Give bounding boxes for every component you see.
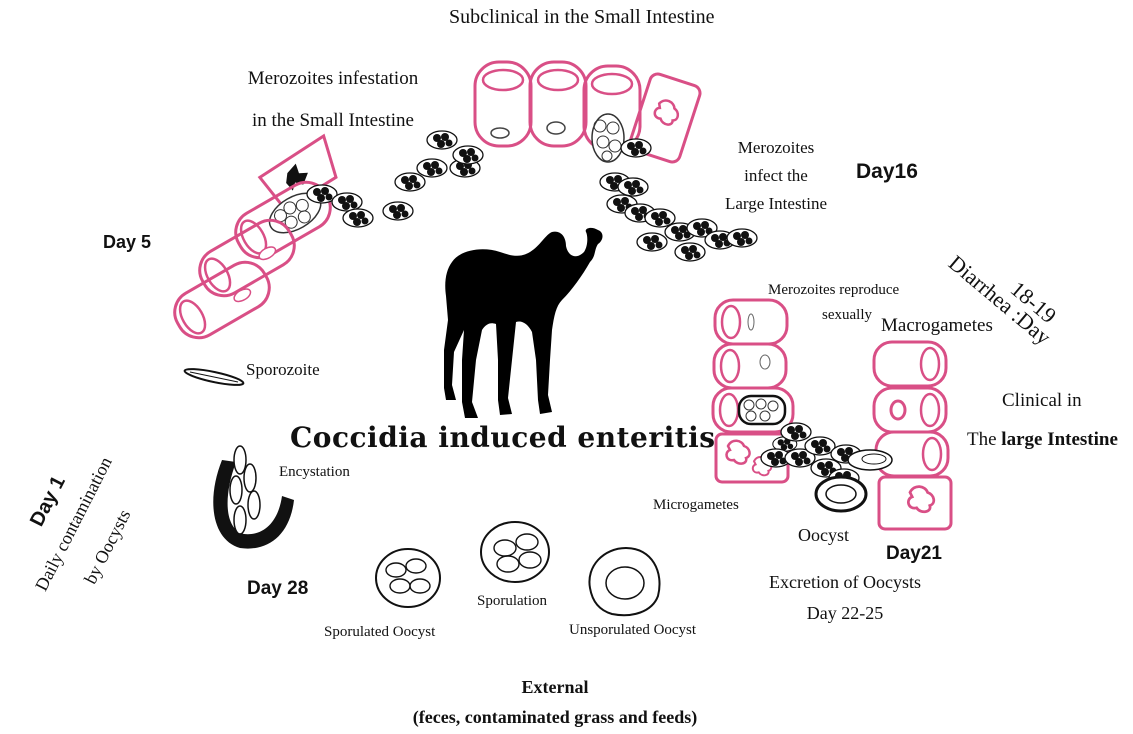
label-excretion-line2: Day 22-25	[750, 603, 940, 624]
label-merozoites-reproduce-line1: Merozoites reproduce	[768, 282, 899, 299]
label-merozoites-infestation-line2: in the Small Intestine	[238, 110, 428, 132]
label-external-line2: (feces, contaminated grass and feeds)	[320, 707, 790, 728]
diagram-title: Coccidia induced enteritis	[290, 421, 716, 454]
label-clinical-large-intestine: large Intestine	[1001, 429, 1118, 450]
small-intestine-cells-left	[167, 136, 346, 346]
label-clinical-line1: Clinical in	[1002, 390, 1082, 412]
label-merozoites-infect-line3: Large Intestine	[712, 194, 840, 214]
label-merozoites-infect-line1: Merozoites	[712, 138, 840, 158]
label-excretion-line1: Excretion of Oocysts	[750, 572, 940, 593]
label-subclinical-small-intestine: Subclinical in the Small Intestine	[449, 6, 715, 29]
label-clinical-the: The	[967, 429, 1001, 450]
label-merozoites-infect-line2: infect the	[712, 166, 840, 186]
label-merozoites-reproduce-line2: sexually	[822, 307, 872, 324]
camel-silhouette-icon	[444, 228, 603, 418]
macrogamete-icon	[848, 450, 892, 470]
label-day5: Day 5	[103, 232, 151, 253]
label-clinical-line2: The large Intestine	[967, 429, 1118, 451]
large-intestine-cells-column-2	[874, 342, 951, 529]
label-sporulation: Sporulation	[477, 593, 547, 610]
label-sporozoite: Sporozoite	[246, 360, 320, 380]
sporozoite-icon	[184, 366, 245, 388]
label-day21: Day21	[886, 543, 942, 565]
label-oocyst: Oocyst	[798, 525, 849, 546]
oocyst-icon	[816, 477, 866, 511]
label-merozoites-infestation-line1: Merozoites infestation	[238, 68, 428, 90]
label-microgametes: Microgametes	[653, 497, 739, 514]
label-macrogametes: Macrogametes	[881, 315, 993, 337]
label-external-line1: External	[430, 677, 680, 698]
sporulation-oocyst-icon	[481, 522, 549, 582]
label-day16: Day16	[856, 160, 918, 184]
encystation-icon	[213, 446, 294, 549]
sporulated-oocyst-icon	[376, 549, 440, 607]
label-encystation: Encystation	[279, 464, 350, 481]
label-sporulated-oocyst: Sporulated Oocyst	[324, 624, 435, 641]
label-day28: Day 28	[247, 578, 308, 600]
label-unsporulated-oocyst: Unsporulated Oocyst	[569, 622, 696, 639]
unsporulated-oocyst-icon	[589, 548, 659, 615]
small-intestine-cells-top	[475, 62, 702, 164]
